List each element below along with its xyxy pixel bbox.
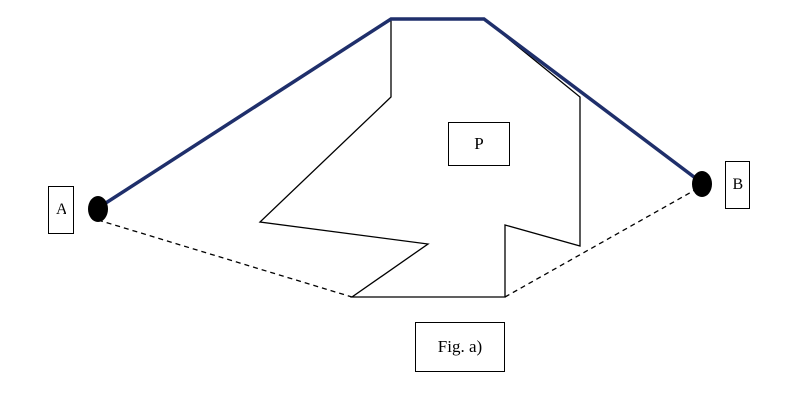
- point-b: [692, 171, 712, 197]
- polygon-label: P: [474, 134, 484, 153]
- polygon-label-box: P: [448, 122, 510, 166]
- point-a-label: A: [56, 201, 66, 219]
- dashed-line-b: [504, 185, 703, 298]
- point-a: [88, 196, 108, 222]
- point-b-label-box: B: [725, 161, 750, 209]
- shortest-path: [97, 17, 704, 210]
- figure-caption: Fig. a): [437, 337, 483, 356]
- obstacle-polygon: [258, 18, 581, 298]
- figure-caption-box: Fig. a): [415, 322, 505, 372]
- point-b-label: B: [732, 176, 743, 193]
- point-a-label-box: A: [48, 186, 74, 234]
- dashed-line-a: [97, 219, 353, 298]
